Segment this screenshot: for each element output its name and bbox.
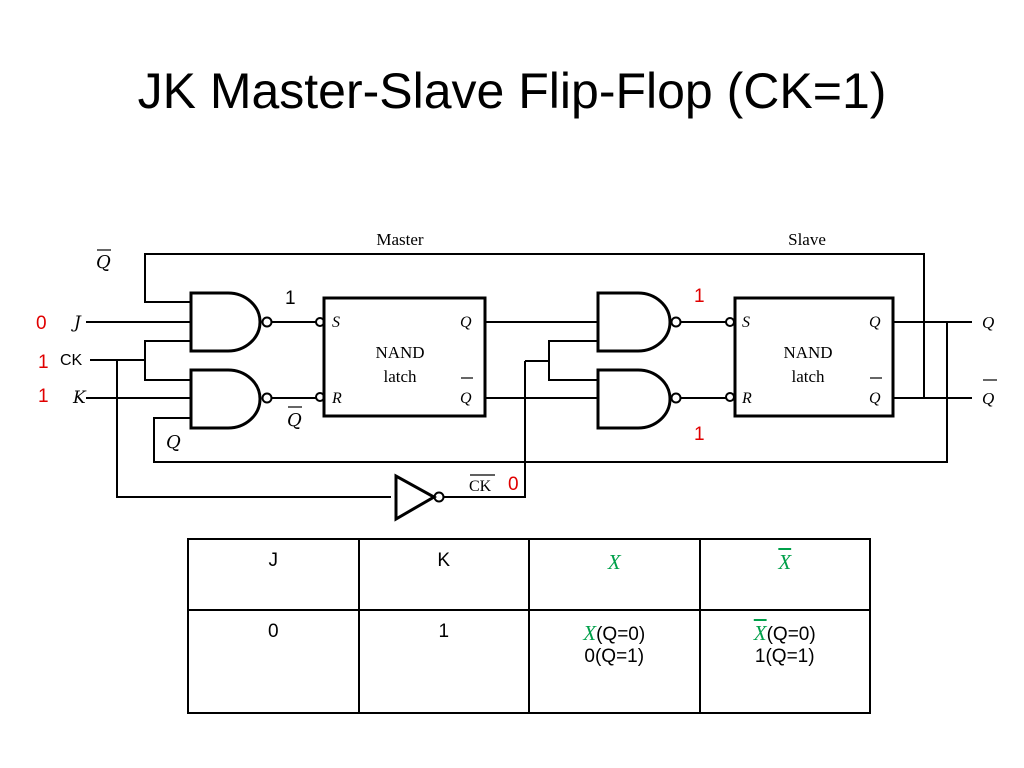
slave-gate-upper-bubble <box>670 316 682 328</box>
cell-j: 0 <box>187 609 360 714</box>
cell-xbar-line2: 1(Q=1) <box>754 646 815 667</box>
master-latch-qbar: Q <box>460 390 472 407</box>
ckbar-value: 0 <box>508 474 519 495</box>
header-k: K <box>357 538 530 611</box>
header-x: X <box>528 538 701 611</box>
header-xbar: X <box>698 538 871 611</box>
slave-nand-latch <box>733 296 895 418</box>
table-row: 0 1 X(Q=0) 0(Q=1) X(Q=0) 1(Q=1) <box>187 609 871 714</box>
cell-x-cond1: (Q=0) <box>596 624 646 645</box>
master-latch-r: R <box>331 390 342 407</box>
output-qbar-label: Q <box>982 389 994 408</box>
master-gate-upper-bubble <box>261 316 273 328</box>
q-feedback-label: Q <box>166 432 181 453</box>
slave-and-gate-lower <box>596 368 672 430</box>
ck-inverter <box>394 473 438 522</box>
master-and-gate-lower <box>189 368 262 430</box>
slave-latch-qbar: Q <box>869 390 881 407</box>
q-bar-feedback-label: Q <box>96 252 111 273</box>
slave-s-value: 1 <box>694 286 705 307</box>
k-value: 1 <box>38 386 49 407</box>
master-latch-q: Q <box>460 314 472 331</box>
cell-xbar-symbol: X <box>753 621 767 645</box>
ck-value: 1 <box>38 352 49 373</box>
ck-bar-label: CK <box>469 478 492 495</box>
truth-table: J K X X 0 1 X(Q=0) 0(Q=1) X(Q=0) 1(Q=1) <box>187 538 871 714</box>
slave-label: Slave <box>788 230 826 249</box>
j-input-label: J <box>71 313 82 333</box>
header-xbar-symbol: X <box>778 550 792 574</box>
ck-input-label: CK <box>60 352 83 369</box>
table-header-row: J K X X <box>187 538 871 611</box>
output-q-label: Q <box>982 313 994 332</box>
cell-xbar: X(Q=0) 1(Q=1) <box>698 609 871 714</box>
header-j: J <box>187 538 360 611</box>
master-qbar-wire-label: Q <box>287 410 302 431</box>
gate1-out-value: 1 <box>285 288 296 309</box>
cell-xbar-cond1: (Q=0) <box>766 624 816 645</box>
master-latch-word: latch <box>383 367 417 386</box>
master-latch-nand: NAND <box>375 343 424 362</box>
jk-master-slave-diagram: Master Slave Q J CK K Q Q S R Q Q NAND l… <box>36 230 997 522</box>
master-gate-lower-bubble <box>261 392 273 404</box>
slave-latch-q: Q <box>869 314 881 331</box>
slide-title: JK Master-Slave Flip-Flop (CK=1) <box>137 63 887 119</box>
slave-r-value: 1 <box>694 424 705 445</box>
master-and-gate-upper <box>189 291 262 353</box>
slave-gate-lower-bubble <box>670 392 682 404</box>
master-latch-s: S <box>332 314 340 331</box>
header-x-symbol: X <box>607 550 621 574</box>
master-label: Master <box>376 230 424 249</box>
k-input-label: K <box>72 388 87 408</box>
cell-k: 1 <box>357 609 530 714</box>
cell-x: X(Q=0) 0(Q=1) <box>528 609 701 714</box>
slave-latch-r: R <box>741 390 752 407</box>
cell-x-line2: 0(Q=1) <box>584 646 645 667</box>
slave-and-gate-upper <box>596 291 672 353</box>
slave-latch-s: S <box>742 314 750 331</box>
master-nand-latch <box>322 296 487 418</box>
slave-latch-word: latch <box>791 367 825 386</box>
j-value: 0 <box>36 313 47 334</box>
slave-latch-nand: NAND <box>783 343 832 362</box>
cell-x-symbol: X <box>583 621 597 645</box>
